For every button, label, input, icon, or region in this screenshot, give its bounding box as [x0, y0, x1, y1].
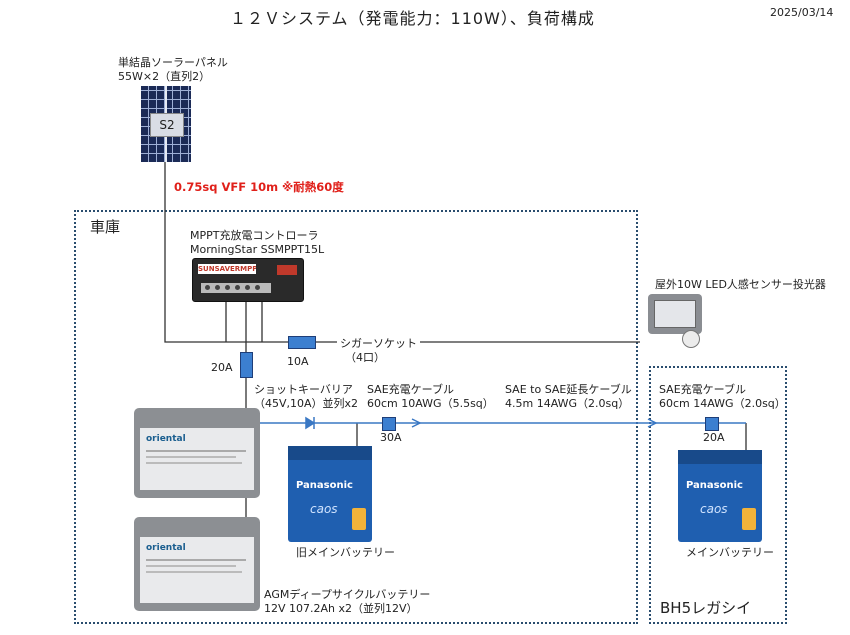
solar-panel-spec: 55W×2（直列2）	[118, 70, 211, 83]
date-label: 2025/03/14	[770, 6, 834, 19]
wire-solar-to-load	[164, 162, 640, 343]
cigar-socket-count: （4口）	[345, 351, 385, 364]
main-battery: Panasonic caos	[678, 450, 762, 542]
car-label: BH5レガシイ	[660, 599, 752, 617]
agm-battery-2: oriental	[134, 517, 260, 611]
diode-symbol	[305, 416, 316, 430]
sae-ext-cable-name: SAE to SAE延長ケーブル	[505, 383, 632, 396]
sae-cable-2-spec: 60cm 14AWG（2.0sq）	[659, 397, 786, 410]
old-battery-series: caos	[310, 502, 338, 516]
old-battery-brand: Panasonic	[296, 480, 353, 491]
garage-label: 車庫	[90, 218, 121, 236]
fuse-20a-battery-label: 20A	[211, 361, 233, 374]
sae-cable-2-name: SAE充電ケーブル	[659, 383, 747, 396]
agm-battery-name: AGMディープサイクルバッテリー	[264, 588, 431, 601]
sae-ext-cable-spec: 4.5m 14AWG（2.0sq）	[505, 397, 630, 410]
controller-model: MorningStar SSMPPT15L	[190, 243, 325, 256]
agm-brand-2: oriental	[146, 543, 186, 553]
controller-name: MPPT充放電コントローラ	[190, 229, 319, 242]
page-title: １２Ｖシステム（発電能力：110W）、負荷構成	[230, 9, 595, 28]
garage-zone	[74, 210, 638, 624]
controller-brand-label: SUNSAVERMPPT	[198, 264, 256, 274]
car-zone	[649, 366, 787, 624]
solar-panel-name: 単結晶ソーラーパネル	[118, 56, 228, 69]
sae-cable-1-name: SAE充電ケーブル	[367, 383, 455, 396]
sae-cable-1-spec: 60cm 10AWG（5.5sq）	[367, 397, 494, 410]
floodlight-label: 屋外10W LED人感センサー投光器	[655, 278, 826, 291]
solar-cable-label: 0.75sq VFF 10m ※耐熱60度	[174, 180, 344, 194]
fuse-20a-car	[705, 417, 719, 431]
pir-sensor-icon	[682, 330, 700, 348]
fuse-30a-label: 30A	[380, 431, 402, 444]
solar-badge: S2	[150, 113, 184, 137]
diode-spec: （45V,10A）並列x2	[254, 397, 359, 410]
fuse-10a	[288, 336, 316, 349]
arrow-2	[647, 418, 658, 428]
agm-battery-spec: 12V 107.2Ah x2（並列12V）	[264, 602, 418, 615]
old-main-battery: Panasonic caos	[288, 446, 372, 542]
main-battery-label: メインバッテリー	[686, 546, 774, 559]
solar-panel: S2	[141, 86, 191, 162]
arrow-1	[411, 418, 422, 428]
agm-brand-1: oriental	[146, 434, 186, 444]
agm-battery-1: oriental	[134, 408, 260, 498]
cigar-socket-label: シガーソケット	[337, 337, 420, 350]
old-main-battery-label: 旧メインバッテリー	[296, 546, 395, 559]
main-battery-series: caos	[700, 502, 728, 516]
fuse-20a-car-label: 20A	[703, 431, 725, 444]
diode-name: ショットキーバリア	[254, 383, 353, 396]
mppt-controller: SUNSAVERMPPT	[192, 258, 304, 302]
floodlight	[648, 294, 702, 334]
fuse-10a-label: 10A	[287, 355, 309, 368]
main-battery-brand: Panasonic	[686, 480, 743, 491]
fuse-30a	[382, 417, 396, 431]
fuse-20a-battery	[240, 352, 253, 378]
